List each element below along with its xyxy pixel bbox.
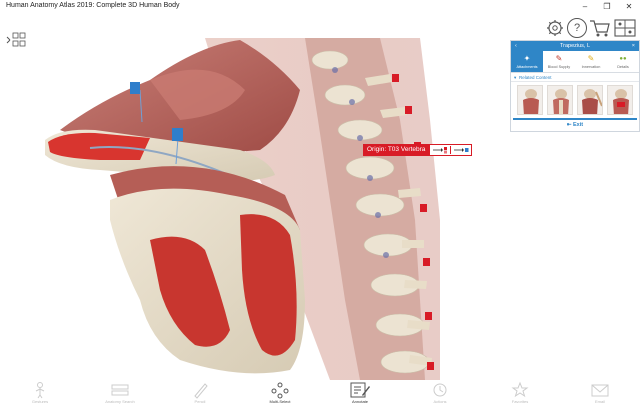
related-thumbnail[interactable] — [577, 85, 603, 115]
gear-icon[interactable] — [545, 18, 565, 38]
anatomy-model[interactable] — [0, 14, 640, 380]
multi-select-icon — [271, 382, 289, 399]
help-icon[interactable]: ? — [567, 18, 587, 38]
panel-collapse-button[interactable]: ‹ — [515, 43, 517, 49]
cart-icon[interactable] — [589, 18, 611, 38]
origin-arrow-icon[interactable] — [432, 146, 448, 154]
insertion-arrow-icon[interactable] — [453, 146, 469, 154]
vertebra-dots — [332, 67, 389, 258]
restore-button[interactable]: ❐ — [603, 2, 611, 11]
tab-label: Attachments — [516, 65, 538, 69]
history-icon — [433, 383, 447, 397]
close-button[interactable]: ✕ — [625, 2, 633, 11]
pin-line-2 — [175, 137, 179, 165]
panel-tabs: ✦ Attachments ✎ Blood Supply ✎ Innervati… — [511, 51, 639, 73]
window-title: Human Anatomy Atlas 2019: Complete 3D Hu… — [6, 2, 180, 9]
blue-pin-2[interactable] — [172, 128, 183, 141]
toolbar-label: Email — [594, 399, 605, 404]
panel-header: ‹ Trapezius, L × — [511, 41, 639, 51]
callout-divider — [450, 146, 452, 154]
mail-icon — [591, 384, 609, 397]
toolbar-email[interactable]: Email — [570, 380, 630, 408]
view-layout-icon[interactable] — [614, 18, 636, 38]
tab-attachments[interactable]: ✦ Attachments — [511, 51, 543, 72]
panel-title: Trapezius, L — [559, 43, 591, 49]
tab-label: Details — [617, 65, 629, 69]
blue-pin-1[interactable] — [130, 82, 140, 94]
related-thumbnail[interactable] — [547, 85, 573, 115]
toolbar-label: Anatomy Search — [105, 399, 135, 404]
toolbar-multi-select[interactable]: Multi-Select — [250, 380, 310, 408]
minimize-button[interactable]: – — [582, 2, 588, 11]
callout-actions — [429, 144, 473, 156]
title-bar: Human Anatomy Atlas 2019: Complete 3D Hu… — [0, 0, 640, 14]
toolbar-label: Annotate — [351, 399, 368, 404]
related-thumbnail[interactable] — [607, 85, 633, 115]
attachments-icon: ✦ — [523, 54, 531, 63]
back-grid-icon[interactable] — [6, 32, 26, 48]
chevron-down-icon: ▾ — [514, 75, 517, 80]
related-thumbnails — [511, 82, 639, 118]
star-icon — [511, 381, 529, 398]
layers-icon — [111, 384, 129, 396]
related-content-label: Related Content — [519, 75, 552, 80]
toolbar-label: Multi-Select — [269, 399, 291, 404]
toolbar-label: Pencil — [194, 399, 206, 404]
related-thumbnail[interactable] — [517, 85, 543, 115]
tab-label: Innervation — [581, 65, 601, 69]
upper-trapezius[interactable] — [150, 69, 245, 120]
blood-supply-icon: ✎ — [555, 54, 563, 63]
details-icon: ●● — [619, 56, 627, 62]
toolbar-actions[interactable]: Actions — [410, 380, 470, 408]
teres-attachment[interactable] — [240, 214, 297, 356]
toolbar-favorites[interactable]: Favorites — [490, 380, 550, 408]
toolbar-anatomy-search[interactable]: Anatomy Search — [90, 380, 150, 408]
tab-innervation[interactable]: ✎ Innervation — [575, 51, 607, 72]
annotate-icon — [350, 382, 370, 398]
callout-label: Origin: T03 Vertebra — [363, 144, 430, 156]
exit-label: Exit — [573, 122, 584, 128]
pencil-icon — [194, 383, 208, 399]
toolbar-pencil[interactable]: Pencil — [170, 380, 230, 408]
structure-panel: ‹ Trapezius, L × ✦ Attachments ✎ Blood S… — [510, 40, 640, 132]
toolbar-label: Favorites — [511, 399, 529, 404]
toolbar-annotate[interactable]: Annotate — [330, 380, 390, 408]
tab-details[interactable]: ●● Details — [607, 51, 639, 72]
thumbnail-scrollbar[interactable] — [513, 118, 637, 120]
innervation-icon: ✎ — [587, 54, 595, 63]
origin-callout[interactable]: Origin: T03 Vertebra — [363, 143, 473, 157]
toolbar-gestures[interactable]: Gestures — [10, 380, 70, 408]
toolbar-label: Gestures — [31, 399, 49, 404]
gesture-icon — [35, 382, 45, 399]
toolbar-label: Actions — [433, 399, 447, 404]
pin-line-1 — [139, 89, 143, 123]
panel-close-button[interactable]: × — [631, 43, 635, 49]
tab-label: Blood Supply — [547, 65, 571, 69]
exit-button[interactable]: ⇤ Exit — [511, 122, 639, 128]
infraspinatus-attachment[interactable] — [150, 236, 230, 347]
tab-blood-supply[interactable]: ✎ Blood Supply — [543, 51, 575, 72]
related-content-header[interactable]: ▾ Related Content — [511, 73, 639, 82]
bottom-toolbar: Gestures Anatomy Search Pencil Multi-Sel… — [0, 380, 640, 408]
exit-icon: ⇤ — [566, 122, 574, 128]
